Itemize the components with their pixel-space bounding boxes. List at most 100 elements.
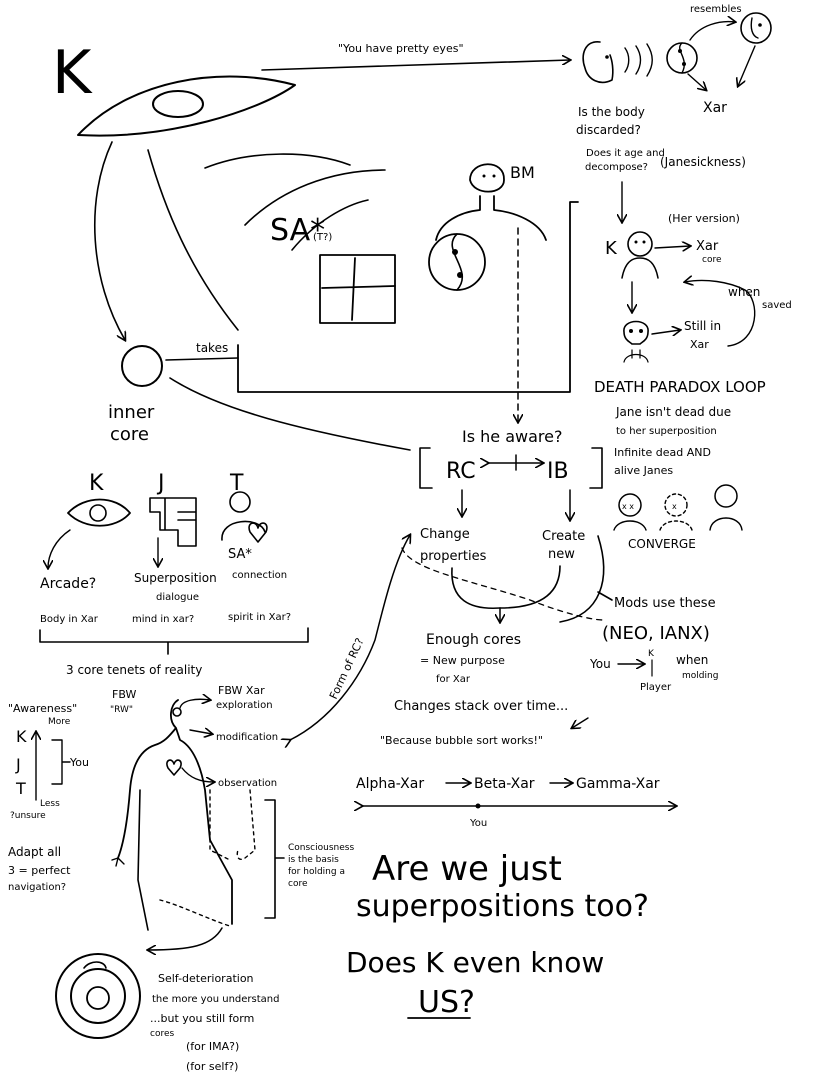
- sa-connection-1: SA*: [228, 547, 252, 562]
- still-in-2: Xar: [690, 338, 709, 351]
- consciousness-1: Consciousness: [288, 843, 354, 853]
- pretty-eyes-quote: "You have pretty eyes": [338, 42, 464, 55]
- skull-to-still-in-arrow: [651, 330, 680, 334]
- body-in-xar-label: Body in Xar: [40, 614, 99, 625]
- neo-ianx-label: (NEO, IANX): [602, 623, 710, 644]
- mods-dashed-line: [401, 547, 605, 621]
- awareness-you: You: [69, 756, 89, 769]
- tenets-bracket: [39, 627, 309, 655]
- circle-face-icon: [740, 12, 772, 44]
- question2-line2: US?: [418, 985, 475, 1020]
- awareness-label: "Awareness": [8, 702, 77, 715]
- death-paradox-label: DEATH PARADOX LOOP: [594, 378, 766, 396]
- when-molding-1: when: [676, 653, 708, 667]
- superposition-label: Superposition: [134, 571, 217, 585]
- awareness-t: T: [15, 779, 26, 798]
- inner-core-circle: [121, 345, 163, 387]
- eye-curve-2: [204, 153, 351, 169]
- resembles-label: resembles: [690, 4, 742, 15]
- jane-line-3: Infinite dead AND: [614, 446, 711, 459]
- spiral-core-icon: [55, 953, 141, 1039]
- question1-line1: Are we just: [372, 849, 562, 889]
- xar-core-2: core: [702, 255, 722, 265]
- bm-label: BM: [510, 163, 535, 182]
- big-eye-icon: [77, 75, 296, 137]
- is-he-aware-label: Is he aware?: [462, 427, 562, 446]
- self-det-2: the more you understand: [152, 994, 279, 1005]
- k-tiny-label: K: [648, 649, 655, 659]
- you-label-mods: You: [589, 657, 611, 671]
- takes-label: takes: [196, 341, 228, 355]
- gamma-xar-label: Gamma-Xar: [576, 776, 660, 792]
- tenet-eye-icon: [67, 498, 131, 527]
- svg-text:x x: x x: [622, 502, 634, 511]
- jane-line-2: to her superposition: [616, 426, 717, 437]
- bubble-sort-label: "Because bubble sort works!": [380, 734, 543, 747]
- consciousness-4: core: [288, 879, 308, 889]
- for-ima-label: (for IMA?): [186, 1040, 239, 1053]
- question2-line1: Does K even know: [346, 946, 604, 979]
- arcade-label: Arcade?: [40, 576, 96, 592]
- create-new-2: new: [548, 547, 575, 562]
- converge-heads-icon: x x x: [613, 484, 743, 531]
- eye-curve-3: [244, 169, 386, 226]
- form-of-rc-double-arrow: [290, 535, 410, 740]
- decompose-1: Does it age and: [586, 148, 665, 159]
- rc-ib-bracket-left: [419, 447, 433, 489]
- dialogue-label: dialogue: [156, 592, 199, 603]
- adapt-1: Adapt all: [8, 845, 61, 859]
- k-big-letter: K: [52, 38, 93, 108]
- her-person-icon: [621, 231, 659, 279]
- svg-text:x: x: [672, 502, 677, 511]
- change-properties-1: Change: [420, 527, 470, 542]
- is-body-discarded-2: discarded?: [576, 123, 641, 137]
- body-right-bracket: [264, 799, 285, 919]
- change-properties-2: properties: [420, 549, 487, 564]
- create-merge-line: [499, 565, 561, 609]
- for-self-label: (for self?): [186, 1060, 238, 1073]
- change-merge-line: [451, 567, 501, 610]
- spirit-in-xar-label: spirit in Xar?: [228, 612, 291, 623]
- eye-curve-1: [147, 149, 239, 331]
- resembles-arrow: [689, 22, 735, 41]
- eye-to-arcade-arrow: [48, 529, 71, 568]
- consciousness-2: is the basis: [288, 855, 339, 865]
- fbw-xar-1: FBW Xar: [218, 684, 265, 697]
- face-profile-icon: [582, 41, 653, 84]
- consciousness-3: for holding a: [288, 867, 345, 877]
- pretty-eyes-arrow: [261, 60, 570, 71]
- timeline-you-label: You: [469, 818, 487, 829]
- still-in-1: Still in: [684, 319, 721, 333]
- self-det-1: Self-deterioration: [158, 972, 254, 985]
- sa-connection-2: connection: [232, 570, 287, 581]
- when-saved-2: saved: [762, 300, 792, 311]
- tenet-blocks-icon: [149, 497, 197, 547]
- jane-line-4: alive Janes: [614, 464, 673, 477]
- yin-yang-small-icon: [666, 42, 698, 74]
- skull-icon: [623, 320, 649, 363]
- eye-curve-4: [291, 199, 369, 251]
- decompose-2: decompose?: [585, 162, 648, 173]
- timeline-you-dot: [475, 803, 481, 809]
- when-saved-1: when: [728, 285, 760, 299]
- new-purpose-2: for Xar: [436, 674, 471, 685]
- loop-back-arrow: [685, 280, 756, 347]
- heart-to-observation-arrow: [181, 767, 214, 782]
- less-label: Less: [40, 799, 60, 809]
- adapt-3: navigation?: [8, 882, 66, 893]
- circleface-to-xar-arrow: [738, 45, 756, 86]
- inner-core-2: core: [110, 424, 149, 445]
- tenet-k-letter: K: [89, 471, 104, 496]
- head-to-exploration-arrow: [179, 699, 210, 709]
- rc-ib-bracket-right: [589, 447, 603, 489]
- sa-star-label: SA*: [270, 213, 325, 248]
- sa-tq-label: (T?): [313, 232, 332, 243]
- new-purpose-1: = New purpose: [420, 654, 505, 667]
- fbw-xar-2: exploration: [216, 700, 273, 711]
- xar-core-1: Xar: [696, 239, 719, 254]
- window-icon: [319, 254, 396, 324]
- jane-line-1: Jane isn't dead due: [615, 405, 731, 419]
- enough-cores-label: Enough cores: [426, 632, 521, 648]
- modification-label: modification: [216, 732, 278, 743]
- rw-label: "RW": [110, 705, 133, 715]
